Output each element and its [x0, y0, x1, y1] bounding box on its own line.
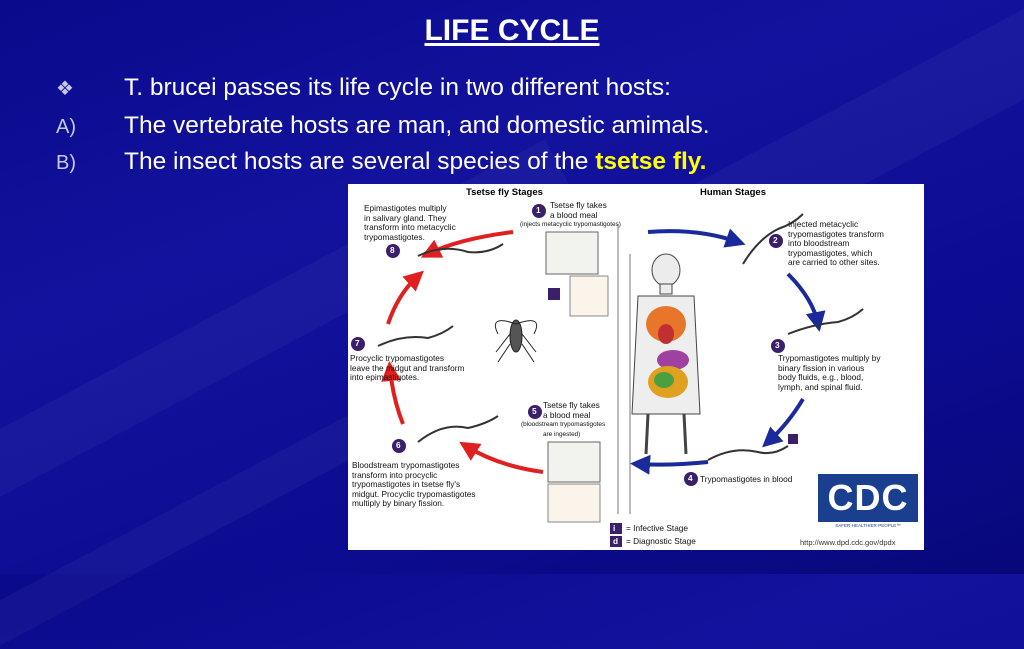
step-number-2: 2 — [773, 235, 778, 245]
step-number-7: 7 — [355, 338, 360, 348]
highlight-text: tsetse fly. — [595, 148, 707, 175]
step-number-5: 5 — [532, 406, 537, 416]
diamond-bullet-icon: ❖ — [56, 78, 74, 100]
red-arrow — [459, 441, 544, 474]
step-marker-5 — [528, 405, 542, 419]
source-url[interactable]: http://www.dpd.cdc.gov/dpdx — [800, 538, 896, 547]
step-6-label: Bloodstream trypomastigotes transform in… — [352, 460, 476, 508]
diagram-graphics — [351, 204, 864, 547]
step-marker-3 — [771, 339, 785, 353]
step-marker-8 — [386, 244, 400, 258]
step-1-label: Tsetse fly takes a blood meal (injects m… — [520, 200, 621, 228]
slide-title: LIFE CYCLE — [424, 14, 600, 47]
bullet-text: The insect hosts are several species of … — [124, 148, 596, 175]
bullet-text: The vertebrate hosts are man, and domest… — [124, 112, 710, 139]
fly-bite-panel — [547, 441, 601, 483]
fly-bite-panel — [545, 231, 599, 275]
procyclic-trypomastigote — [417, 415, 499, 443]
legend-infective-symbol: i — [613, 523, 616, 533]
human-figure — [631, 253, 701, 455]
bullet-text: T. brucei passes its life cycle in two d… — [124, 74, 671, 101]
blue-arrow — [630, 454, 709, 475]
step-3-label: Trypomastigotes multiply by binary fissi… — [778, 353, 881, 392]
step-4-label: Trypomastigotes in blood — [700, 474, 793, 484]
blue-arrow — [647, 228, 746, 248]
red-arrow — [381, 361, 405, 425]
step-2-label: Injected metacyclic trypomastigotes tran… — [788, 219, 884, 267]
infective-marker — [548, 288, 560, 300]
bullet-marker: A) — [56, 116, 76, 138]
legend-diagnostic-marker — [610, 536, 622, 547]
cdc-logo: CDC — [818, 474, 918, 522]
diagnostic-marker — [788, 434, 798, 444]
step-number-1: 1 — [536, 205, 541, 215]
legend-infective-marker — [610, 523, 622, 534]
tsetse-stages-header: Tsetse fly Stages — [466, 187, 543, 198]
step-marker-4 — [684, 472, 698, 486]
parasite-panel — [547, 483, 601, 523]
parasite-forms — [377, 213, 864, 461]
step-number-3: 3 — [775, 340, 780, 350]
trypomastigote — [787, 308, 864, 335]
step-marker-7 — [351, 337, 365, 351]
legend-infective: = Infective Stage — [626, 523, 689, 533]
parasite-panel — [569, 275, 609, 317]
bullet-hosts: ❖ T. brucei passes its life cycle in two … — [56, 74, 671, 102]
blue-arrow — [762, 397, 805, 448]
legend-diagnostic-symbol: d — [613, 536, 619, 546]
cdc-tagline: SAFER·HEALTHIER·PEOPLE™ — [835, 523, 901, 528]
human-stages-header: Human Stages — [700, 187, 766, 198]
legend-diagnostic: = Diagnostic Stage — [626, 536, 696, 546]
epimastigote — [417, 243, 504, 257]
step-7-label: Procyclic trypomastigotes leave the midg… — [350, 353, 465, 382]
step-5-label: Tsetse fly takes a blood meal (bloodstre… — [521, 400, 606, 438]
step-8-label: Epimastigotes multiply in salivary gland… — [364, 203, 456, 242]
step-number-6: 6 — [396, 440, 401, 450]
trypomastigote — [742, 213, 804, 265]
tsetse-fly-illustration — [494, 319, 538, 363]
bullet-marker: B) — [56, 152, 76, 174]
bullet-insect: B) The insect hosts are several species o… — [56, 148, 706, 176]
step-number-8: 8 — [390, 245, 395, 255]
procyclic-trypomastigote — [377, 325, 454, 347]
step-marker-1 — [532, 204, 546, 218]
red-arrow — [386, 270, 424, 325]
bullet-vertebrate: A) The vertebrate hosts are man, and dome… — [56, 112, 710, 140]
life-cycle-diagram: 1 2 3 4 5 6 7 8 Tsetse fly Stages Human … — [348, 184, 924, 550]
step-marker-2 — [769, 234, 783, 248]
step-marker-6 — [392, 439, 406, 453]
blue-arrow — [786, 272, 826, 332]
step-number-4: 4 — [688, 473, 693, 483]
trypomastigote — [707, 445, 789, 461]
